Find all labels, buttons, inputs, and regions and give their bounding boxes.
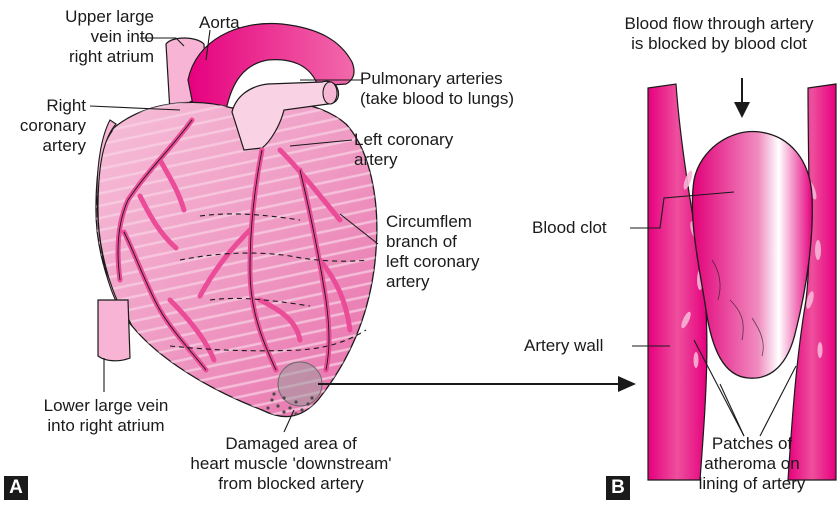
right-coronary-label: Right coronary artery (0, 96, 86, 156)
blood-flow-label: Blood flow through artery is blocked by … (600, 14, 838, 54)
pulmonary-arteries-label: Pulmonary arteries (take blood to lungs) (360, 69, 514, 109)
left-coronary-label: Left coronary artery (354, 130, 453, 170)
blood-clot-label: Blood clot (532, 218, 607, 238)
atheroma-label: Patches of atheroma on lining of artery (668, 434, 836, 494)
blood-clot-shape (692, 132, 812, 379)
upper-vein-label: Upper large vein into right atrium (2, 7, 154, 67)
damaged-area-label: Damaged area of heart muscle 'downstream… (176, 434, 406, 494)
lower-vein-shape (98, 300, 130, 361)
panel-label-b: B (606, 476, 630, 500)
artery-illustration (630, 78, 836, 480)
lower-vein-label: Lower large vein into right atrium (18, 396, 194, 436)
flow-arrow (734, 78, 750, 118)
circumflex-label: Circumflem branch of left coronary arter… (386, 212, 480, 292)
zoom-arrow (318, 376, 636, 392)
artery-wall-label: Artery wall (524, 336, 603, 356)
panel-label-a: A (4, 476, 28, 500)
aorta-label: Aorta (199, 13, 240, 33)
